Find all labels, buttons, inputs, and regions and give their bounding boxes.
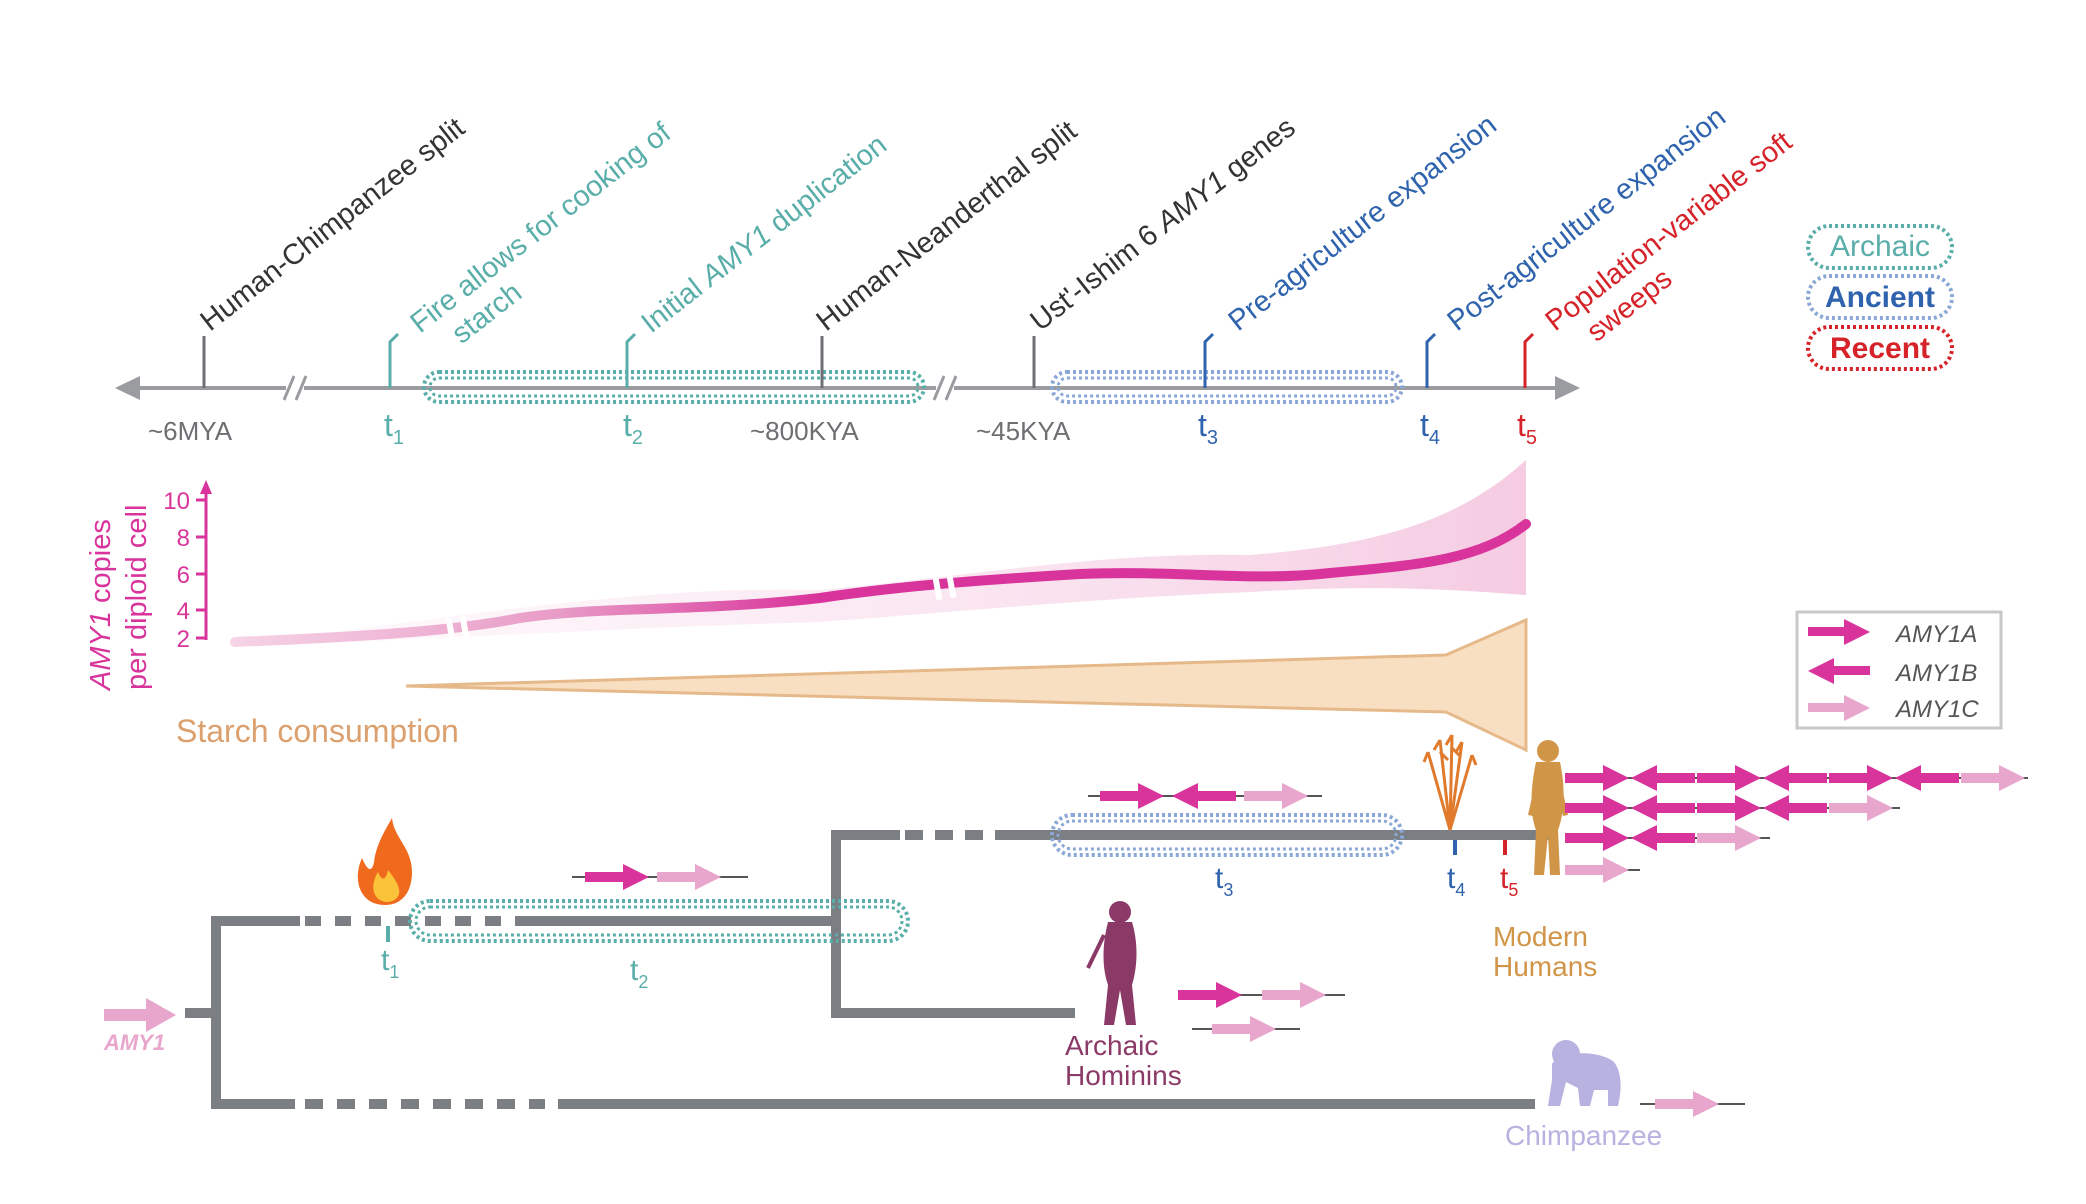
- legend-archaic: Archaic: [1830, 230, 1930, 263]
- amy1c-gene-icon: [1697, 825, 1761, 851]
- amy1a-gene-icon: [1697, 795, 1761, 821]
- starch-wedge: [405, 617, 1528, 753]
- date-800kya: ~800KYA: [750, 416, 859, 446]
- axis-t4: t4: [1420, 407, 1440, 449]
- axis-t5: t5: [1517, 407, 1537, 449]
- ancestral-gene-label: AMY1: [103, 1030, 165, 1055]
- copy-number-chart: AMY1 copies per diploid cell 2 4 6 8 10: [85, 460, 1531, 753]
- tree-t2: t2: [630, 954, 648, 992]
- gene-legend-amy1c-icon: [1808, 695, 1870, 721]
- gene-arrays: [572, 765, 2028, 1117]
- timeline-arrow-left: [115, 376, 140, 400]
- axis-t2: t2: [623, 407, 643, 449]
- tree-t3: t3: [1215, 862, 1233, 900]
- tick-initial-dup: [625, 332, 637, 388]
- ancient-period-box: [1050, 370, 1404, 404]
- tick-4: 4: [177, 598, 190, 625]
- tick-pre-agri: [1203, 332, 1215, 388]
- gene-legend-amy1a: AMY1A: [1894, 621, 1977, 648]
- amy1a-gene-icon: [1565, 825, 1629, 851]
- legend-recent: Recent: [1830, 332, 1930, 365]
- amy1c-gene-icon: [1565, 857, 1629, 883]
- tick-10: 10: [163, 488, 190, 515]
- chimpanzee-icon: [1548, 1040, 1621, 1106]
- amy1c-gene-icon: [1244, 783, 1308, 809]
- amy1a-gene-icon: [585, 864, 649, 890]
- axis-t1: t1: [384, 407, 404, 449]
- gene-legend: AMY1A AMY1B AMY1C: [1795, 610, 2003, 730]
- gene-legend-amy1b: AMY1B: [1894, 660, 1977, 687]
- starch-label: Starch consumption: [176, 713, 459, 749]
- tick-8: 8: [177, 525, 190, 552]
- timeline: Human-Chimpanzee split Fire allows for c…: [115, 101, 1798, 449]
- tick-2: 2: [177, 626, 190, 653]
- amy1a-gene-icon: [1565, 765, 1629, 791]
- amy1a-gene-icon: [1697, 765, 1761, 791]
- tree-t1: t1: [381, 944, 399, 982]
- axis-break-1: [282, 375, 308, 401]
- amy1b-gene-icon: [1763, 795, 1827, 821]
- legend-ancient: Ancient: [1825, 281, 1935, 314]
- tick-6: 6: [177, 562, 190, 589]
- tree-archaic-box: [408, 899, 910, 943]
- amy1b-gene-icon: [1763, 765, 1827, 791]
- amy1b-gene-icon: [1631, 825, 1695, 851]
- amy1c-gene-icon: [1262, 982, 1326, 1008]
- tick-fire: [388, 332, 400, 388]
- date-6mya: ~6MYA: [148, 416, 233, 446]
- amy1b-gene-icon: [1895, 765, 1959, 791]
- tree-t4: t4: [1447, 862, 1465, 900]
- amy1a-gene-icon: [1100, 783, 1164, 809]
- amy1c-gene-icon: [1961, 765, 2025, 791]
- tick-soft-sweeps: [1523, 332, 1535, 388]
- archaic-hominin-icon: [1086, 901, 1137, 1025]
- period-legend: Archaic Ancient Recent: [1806, 224, 1954, 371]
- amy1c-gene-icon: [657, 864, 721, 890]
- copy-y-ticks: 2 4 6 8 10: [163, 488, 206, 653]
- date-45kya: ~45KYA: [976, 416, 1071, 446]
- fire-icon: [357, 818, 412, 905]
- amy1a-gene-icon: [1829, 765, 1893, 791]
- amy1b-gene-icon: [1631, 795, 1695, 821]
- amy1c-gene-icon: [1829, 795, 1893, 821]
- copy-ylabel: AMY1 copies: [85, 519, 117, 692]
- ancestral-amy1-gene-icon: [104, 998, 176, 1032]
- tree-t5: t5: [1500, 862, 1518, 900]
- archaic-period-box: [422, 370, 926, 404]
- amy1c-gene-icon: [1212, 1016, 1276, 1042]
- amy1b-gene-icon: [1631, 765, 1695, 791]
- wheat-icon: [1422, 734, 1478, 831]
- copy-curve-gaps: [445, 569, 957, 647]
- amy1c-gene-icon: [1655, 1091, 1719, 1117]
- gene-legend-amy1b-icon: [1808, 658, 1870, 684]
- timeline-arrow-right: [1555, 376, 1580, 400]
- axis-t3: t3: [1198, 407, 1218, 449]
- tick-post-agri: [1425, 332, 1437, 388]
- amy1b-gene-icon: [1172, 783, 1236, 809]
- copy-confidence-band: [230, 460, 1526, 646]
- gene-legend-amy1a-icon: [1808, 619, 1870, 645]
- axis-break-2: [932, 375, 958, 401]
- amy1a-gene-icon: [1565, 795, 1629, 821]
- modern-human-icon: [1528, 740, 1568, 875]
- copy-ylabel-line2: per diploid cell: [121, 505, 153, 690]
- chimpanzee-label: Chimpanzee: [1505, 1120, 1662, 1151]
- gene-legend-amy1c: AMY1C: [1894, 696, 1979, 723]
- copy-mean-curve: [230, 519, 1531, 647]
- amy1a-gene-icon: [1178, 982, 1242, 1008]
